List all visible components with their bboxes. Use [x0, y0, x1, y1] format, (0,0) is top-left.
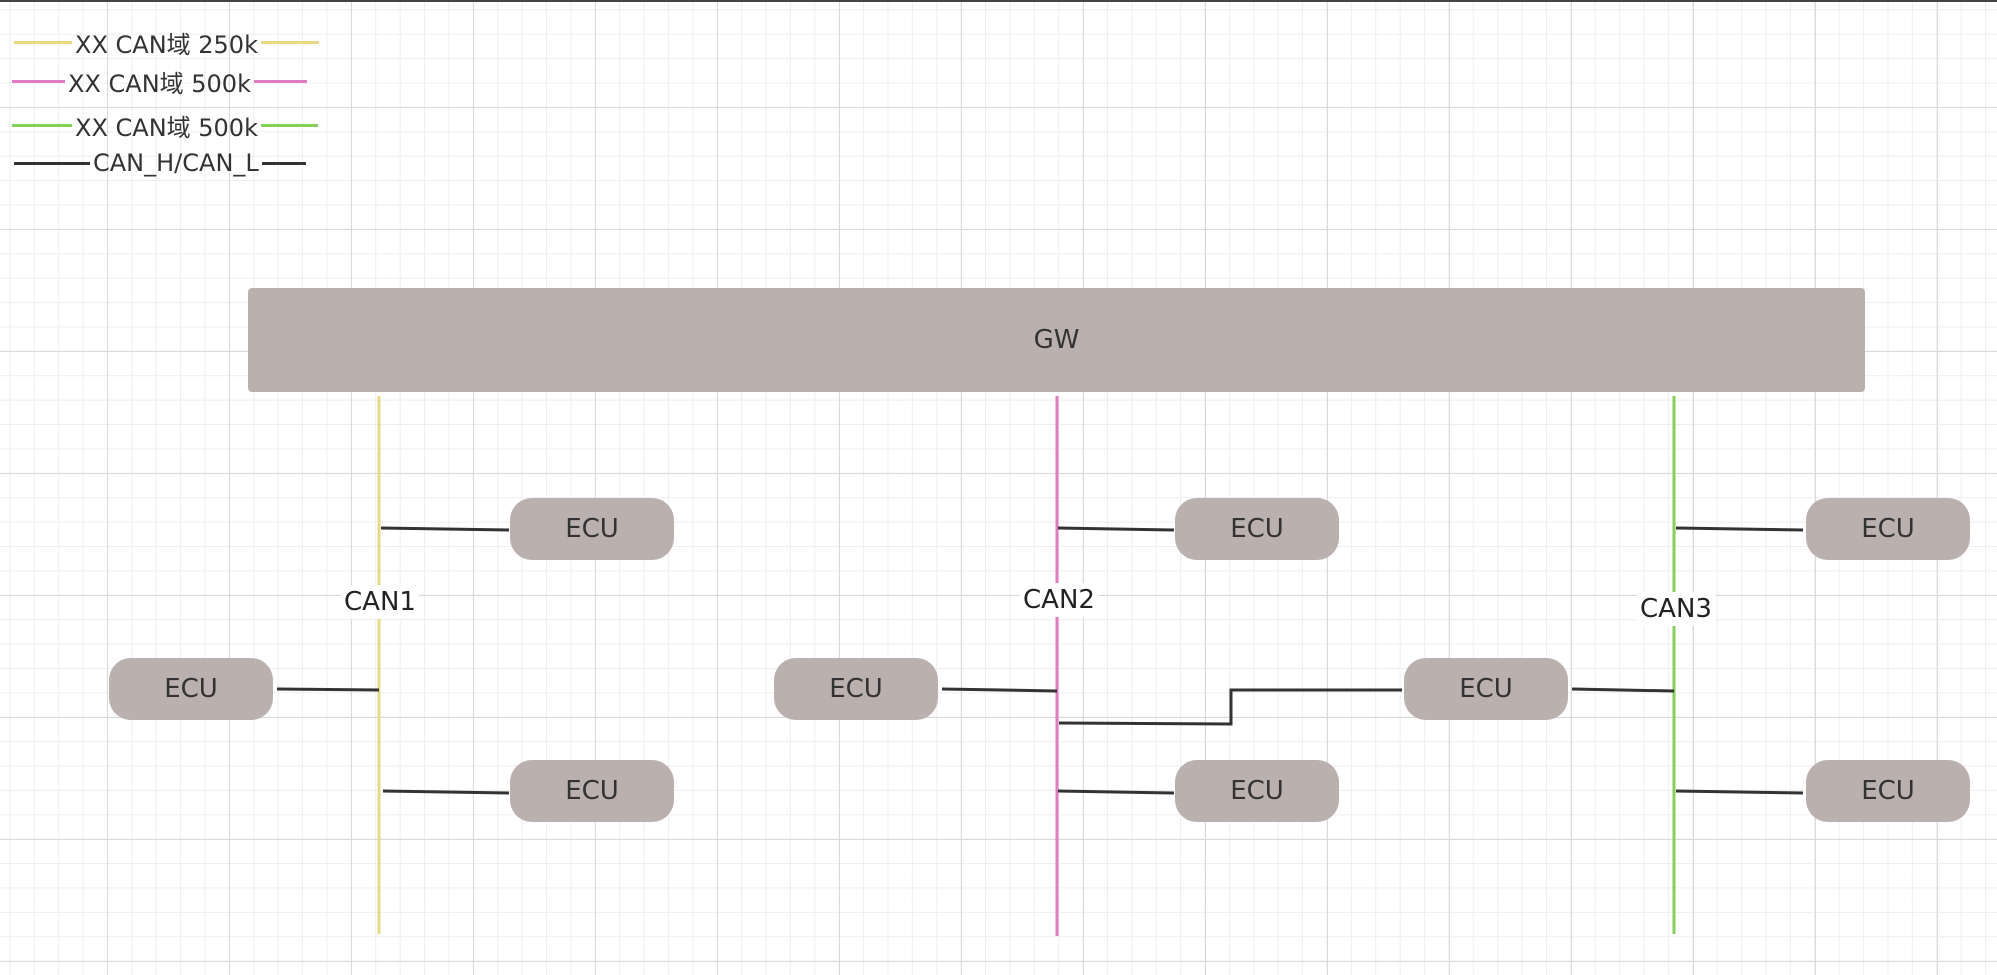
legend-label: XX CAN域 250k: [75, 30, 258, 59]
top-border: [0, 0, 1997, 2]
legend-line-pink: [12, 79, 65, 83]
legend-item-canhl: CAN_H/CAN_L: [14, 148, 306, 178]
ecu-node-can3-top[interactable]: ECU: [1806, 498, 1970, 560]
ecu-node-can2-bottom[interactable]: ECU: [1175, 760, 1339, 822]
ecu-node-shared[interactable]: ECU: [1404, 658, 1568, 720]
legend-line-green: [260, 123, 318, 127]
legend-label: CAN_H/CAN_L: [93, 149, 259, 177]
ecu-node-can1-bottom[interactable]: ECU: [510, 760, 674, 822]
legend-line-yellow: [14, 40, 72, 44]
wire-can3-ecu-shared: [1571, 687, 1675, 693]
ecu-node-can3-bottom[interactable]: ECU: [1806, 760, 1970, 822]
ecu-node-can2-top[interactable]: ECU: [1175, 498, 1339, 560]
wire-can1-ecu-bottom: [382, 789, 510, 795]
wire-can2-ecu-top: [1057, 526, 1175, 532]
legend-line-green: [12, 123, 72, 127]
legend-label: XX CAN域 500k: [68, 69, 251, 98]
can1-label: CAN1: [341, 585, 419, 619]
wire-can2-ecu-left: [941, 687, 1058, 693]
ecu-node-can1-left[interactable]: ECU: [109, 658, 273, 720]
wire-can2-ecu-bottom: [1057, 789, 1175, 795]
wire-can3-ecu-top: [1675, 526, 1804, 532]
legend-line-black: [261, 161, 306, 165]
legend-line-black: [14, 161, 90, 165]
legend-line-pink: [253, 79, 307, 83]
wire-can3-ecu-bottom: [1675, 789, 1804, 795]
ecu-node-can1-top[interactable]: ECU: [510, 498, 674, 560]
wire-can1-ecu-top: [380, 526, 510, 532]
legend-line-yellow: [260, 40, 319, 44]
can2-label: CAN2: [1020, 583, 1098, 617]
ecu-node-can2-left[interactable]: ECU: [774, 658, 938, 720]
can3-label: CAN3: [1637, 592, 1715, 626]
legend-item-can3: XX CAN域 500k: [12, 110, 318, 142]
legend-item-can2: XX CAN域 500k: [12, 66, 307, 98]
wire-can1-ecu-left: [276, 687, 380, 692]
gateway-node[interactable]: GW: [248, 288, 1865, 392]
wire-can2-to-shared-ecu: [1058, 688, 1402, 726]
legend-label: XX CAN域 500k: [75, 113, 258, 142]
legend-item-can1: XX CAN域 250k: [14, 27, 319, 59]
